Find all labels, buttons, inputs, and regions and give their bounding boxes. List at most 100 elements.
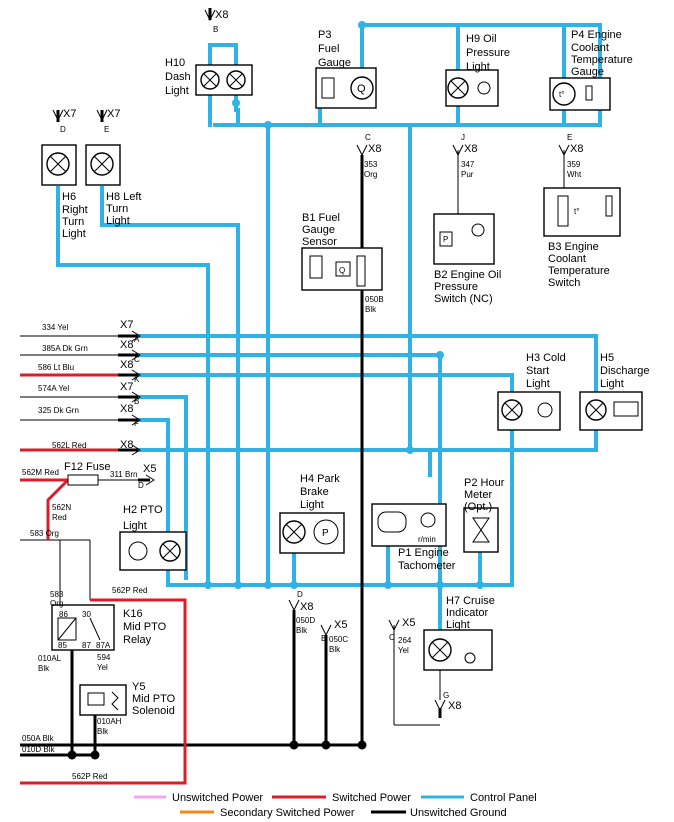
svg-text:325 Dk Grn: 325 Dk Grn [38, 406, 79, 415]
svg-text:B: B [134, 397, 139, 406]
svg-text:Gauge: Gauge [302, 224, 335, 236]
legend-unswitched-power: Unswitched Power [172, 792, 263, 804]
svg-text:(Opt.): (Opt.) [464, 501, 492, 513]
svg-text:Yel: Yel [97, 663, 108, 672]
svg-text:Brake: Brake [300, 486, 329, 498]
legend-secondary-switched-power: Secondary Switched Power [220, 807, 355, 819]
svg-text:Light: Light [123, 520, 147, 532]
p1-engine-tachometer [371, 503, 447, 547]
h5-discharge-light [579, 391, 643, 431]
connector-arrows [52, 8, 570, 718]
svg-text:Yel: Yel [398, 646, 409, 655]
svg-text:87: 87 [82, 641, 91, 650]
svg-text:Light: Light [600, 378, 624, 390]
svg-text:Y5: Y5 [132, 681, 145, 693]
svg-text:Relay: Relay [123, 634, 152, 646]
svg-text:Start: Start [526, 365, 549, 377]
svg-text:Indicator: Indicator [446, 607, 489, 619]
svg-text:B2 Engine Oil: B2 Engine Oil [434, 269, 501, 281]
svg-text:Gauge: Gauge [318, 57, 351, 69]
b2-oil-pressure-switch: P [433, 213, 495, 265]
svg-text:050C: 050C [329, 635, 348, 644]
svg-text:H7 Cruise: H7 Cruise [446, 595, 495, 607]
svg-text:Turn: Turn [62, 216, 84, 228]
svg-text:H9 Oil: H9 Oil [466, 33, 497, 45]
svg-text:Meter: Meter [464, 489, 492, 501]
svg-text:050B: 050B [365, 295, 384, 304]
svg-text:H3 Cold: H3 Cold [526, 352, 566, 364]
svg-text:J: J [461, 133, 465, 142]
svg-text:t°: t° [559, 90, 564, 99]
svg-text:594: 594 [97, 653, 111, 662]
svg-text:Light: Light [300, 499, 324, 511]
svg-text:Light: Light [466, 61, 490, 73]
svg-text:Blk: Blk [365, 305, 377, 314]
svg-text:H4 Park: H4 Park [300, 473, 340, 485]
svg-text:Sensor: Sensor [302, 236, 337, 248]
p2-hour-meter [463, 507, 499, 553]
svg-text:347: 347 [461, 160, 475, 169]
svg-text:X8: X8 [120, 359, 133, 371]
p3-fuel-gauge: Q [315, 67, 377, 109]
svg-text:010AL: 010AL [38, 654, 62, 663]
svg-text:r/min: r/min [418, 535, 436, 544]
svg-text:X8: X8 [368, 143, 381, 155]
p4-coolant-temp-gauge: t° [549, 77, 611, 111]
svg-text:311 Brn: 311 Brn [110, 470, 137, 479]
svg-text:Light: Light [446, 619, 470, 631]
svg-text:P: P [322, 528, 329, 539]
svg-text:Switch: Switch [548, 277, 580, 289]
h7-cruise-indicator-light [423, 629, 493, 671]
svg-text:87A: 87A [96, 641, 111, 650]
component-labels: X8 B H10 Dash Light P3 Fuel Gauge H9 Oil… [22, 9, 650, 781]
ground-wires [20, 150, 565, 757]
svg-text:B: B [213, 25, 218, 34]
svg-text:H5: H5 [600, 352, 614, 364]
svg-text:Coolant: Coolant [571, 42, 609, 54]
svg-text:X5: X5 [402, 617, 415, 629]
svg-text:Light: Light [106, 215, 130, 227]
svg-text:F: F [134, 419, 139, 428]
svg-text:010AH: 010AH [97, 717, 122, 726]
svg-text:050D: 050D [296, 616, 315, 625]
svg-text:P4 Engine: P4 Engine [571, 29, 622, 41]
legend-switched-power: Switched Power [332, 792, 411, 804]
svg-text:X5: X5 [143, 463, 156, 475]
svg-text:Temperature: Temperature [571, 54, 633, 66]
svg-text:Tachometer: Tachometer [398, 560, 456, 572]
h6-right-turn-light [41, 144, 77, 186]
svg-text:Light: Light [165, 85, 189, 97]
svg-text:C: C [365, 133, 371, 142]
svg-text:385A Dk Grn: 385A Dk Grn [42, 344, 88, 353]
svg-text:X5: X5 [334, 619, 347, 631]
svg-text:Blk: Blk [296, 626, 308, 635]
svg-text:D: D [60, 125, 66, 134]
svg-text:X7: X7 [63, 108, 76, 120]
svg-text:583: 583 [50, 590, 64, 599]
svg-text:Blk: Blk [38, 664, 50, 673]
svg-text:F12 Fuse: F12 Fuse [64, 461, 110, 473]
svg-text:X7: X7 [120, 381, 133, 393]
svg-text:Blk: Blk [329, 645, 341, 654]
svg-text:Pur: Pur [461, 170, 474, 179]
svg-text:Q: Q [339, 266, 345, 275]
svg-text:Turn: Turn [106, 203, 128, 215]
svg-text:Coolant: Coolant [548, 253, 586, 265]
svg-text:P3: P3 [318, 29, 331, 41]
svg-text:C: C [389, 633, 395, 642]
svg-text:D: D [297, 590, 303, 599]
svg-text:G: G [443, 691, 449, 700]
svg-text:Org: Org [364, 170, 377, 179]
h8-left-turn-light [85, 144, 121, 186]
svg-text:X8: X8 [120, 439, 133, 451]
legend: Unswitched Power Switched Power Control … [134, 792, 537, 819]
b1-fuel-gauge-sensor: Q [301, 247, 383, 291]
svg-text:574A Yel: 574A Yel [38, 384, 69, 393]
svg-text:H2 PTO: H2 PTO [123, 504, 163, 516]
svg-text:562N: 562N [52, 503, 71, 512]
svg-text:Mid PTO: Mid PTO [123, 621, 167, 633]
svg-text:X7: X7 [120, 319, 133, 331]
svg-text:X8: X8 [300, 601, 313, 613]
